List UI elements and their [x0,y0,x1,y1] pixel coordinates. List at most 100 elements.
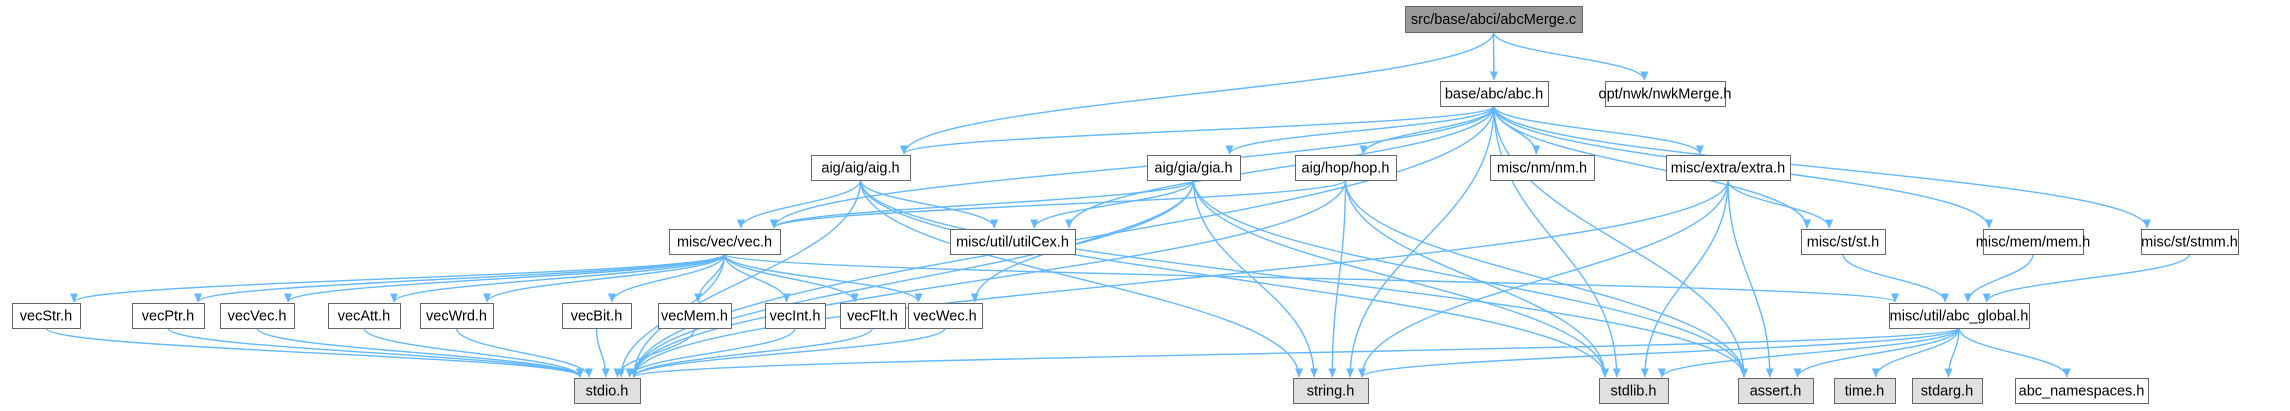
edge-vec-to-vecWec [723,253,923,303]
node-misc-util-abc-global-h[interactable]: misc/util/abc_global.h [1889,303,2030,329]
edge-vec-to-vecInt [723,253,791,303]
node-src-base-abci-abcmerge-c[interactable]: src/base/abci/abcMerge.c [1405,6,1583,33]
node-aig-gia-gia-h[interactable]: aig/gia/gia.h [1147,155,1241,181]
edge-mem-to-abc_global [1963,253,2034,303]
node-label: misc/vec/vec.h [677,235,772,251]
edge-root-to-aig [900,31,1495,155]
node-vecstr-h[interactable]: vecStr.h [12,303,81,329]
node-misc-mem-mem-h[interactable]: misc/mem/mem.h [1976,229,2090,255]
edge-extra-to-stdlib [1640,179,1729,378]
edge-vec-to-vecStr [70,253,726,303]
node-label: aig/aig/aig.h [821,161,899,177]
node-box [950,229,1076,255]
edge-vecFlt-to-stdio [630,327,874,378]
edge-abc_global-to-string [1358,327,1960,378]
edge-abc_global-to-time [1871,327,1960,378]
edge-st-to-abc_global [1842,253,1950,303]
node-box [669,229,781,255]
node-opt-nwk-nwkmerge-h[interactable]: opt/nwk/nwkMerge.h [1599,81,1732,107]
edge-vecPtr-to-stdio [167,327,584,378]
node-label: opt/nwk/nwkMerge.h [1599,87,1732,103]
node-label: vecAtt.h [338,309,390,325]
edge-hop-to-stdlib [1344,179,1609,378]
node-box [1599,378,1669,404]
node-label: base/abc/abc.h [1445,87,1543,103]
node-label: string.h [1307,384,1355,400]
edge-abc-to-hop [1359,105,1495,155]
node-box [1983,229,2084,255]
node-box [811,155,911,181]
node-vecvec-h[interactable]: vecVec.h [220,303,295,329]
node-vecmem-h[interactable]: vecMem.h [658,303,732,329]
node-box [765,303,826,329]
node-box [1801,229,1886,255]
node-label: vecPtr.h [142,309,194,325]
edge-vecVec-to-stdio [256,327,584,378]
edge-gia-to-stdlib [1192,179,1609,378]
node-vecwec-h[interactable]: vecWec.h [908,303,983,329]
node-misc-vec-vec-h[interactable]: misc/vec/vec.h [669,229,781,255]
node-misc-st-stmm-h[interactable]: misc/st/stmm.h [2141,229,2239,255]
node-label: misc/nm/nm.h [1497,161,1587,177]
node-box [12,303,81,329]
node-label: vecVec.h [228,309,287,325]
node-time-h: time.h [1834,378,1896,404]
node-vecwrd-h[interactable]: vecWrd.h [420,303,494,329]
edge-abc-to-assert [1493,105,1748,378]
edge-abc-to-stmm [1493,105,2151,229]
node-box [1738,378,1814,404]
node-stdio-h: stdio.h [574,378,641,404]
edge-vec-to-vecWrd [483,253,726,303]
node-box [1295,155,1397,181]
edge-vec-to-vecAtt [390,253,726,303]
node-vecptr-h[interactable]: vecPtr.h [132,303,205,329]
node-vecbit-h[interactable]: vecBit.h [562,303,632,329]
node-label: misc/util/utilCex.h [956,235,1069,251]
node-aig-hop-hop-h[interactable]: aig/hop/hop.h [1295,155,1397,181]
node-label: vecMem.h [661,309,728,325]
node-vecatt-h[interactable]: vecAtt.h [328,303,401,329]
edge-abc_global-to-stdlib [1658,327,1960,378]
edge-vecAtt-to-stdio [363,327,584,378]
node-label: vecWrd.h [426,309,487,325]
node-stdarg-h: stdarg.h [1912,378,1983,404]
node-aig-aig-aig-h[interactable]: aig/aig/aig.h [811,155,911,181]
node-misc-util-utilcex-h[interactable]: misc/util/utilCex.h [950,229,1076,255]
node-label: misc/st/stmm.h [2141,235,2238,251]
node-base-abc-abc-h[interactable]: base/abc/abc.h [1440,81,1549,107]
node-box [840,303,906,329]
node-vecint-h[interactable]: vecInt.h [765,303,826,329]
edge-gia-to-utilCex [1030,179,1195,229]
node-box [1666,155,1791,181]
node-label: misc/util/abc_global.h [1890,309,2029,325]
node-box [2141,229,2239,255]
node-label: aig/gia/gia.h [1154,161,1232,177]
node-box [1147,155,1241,181]
node-label: assert.h [1750,384,1802,400]
node-misc-nm-nm-h[interactable]: misc/nm/nm.h [1490,155,1595,181]
node-abc-namespaces-h[interactable]: abc_namespaces.h [2015,378,2149,404]
edge-vec-to-vecVec [284,253,726,303]
node-box [132,303,205,329]
node-box [574,378,641,404]
edge-extra-to-st [1727,179,1834,229]
edge-vec-to-abc_global [723,253,1899,303]
node-stdlib-h: stdlib.h [1599,378,1669,404]
node-misc-extra-extra-h[interactable]: misc/extra/extra.h [1666,155,1791,181]
edge-abc_global-to-stdarg [1944,327,1960,378]
edge-vec-to-vecFlt [723,253,859,303]
node-layer: src/base/abci/abcMerge.c base/abc/abc.h op… [12,6,2239,404]
edge-extra-to-string [1358,179,1729,378]
edge-stmm-to-abc_global [1982,253,2191,303]
edge-aig-to-vec [736,179,862,229]
node-label: stdio.h [586,384,629,400]
node-vecflt-h[interactable]: vecFlt.h [840,303,906,329]
node-misc-st-st-h[interactable]: misc/st/st.h [1801,229,1886,255]
node-box [1293,378,1369,404]
edge-aig-to-stdlib [859,179,1609,378]
node-label: vecWec.h [913,309,976,325]
edge-vecWec-to-stdio [630,327,946,378]
edge-hop-to-vec [770,179,1347,229]
node-assert-h: assert.h [1738,378,1814,404]
node-box [2015,378,2149,404]
